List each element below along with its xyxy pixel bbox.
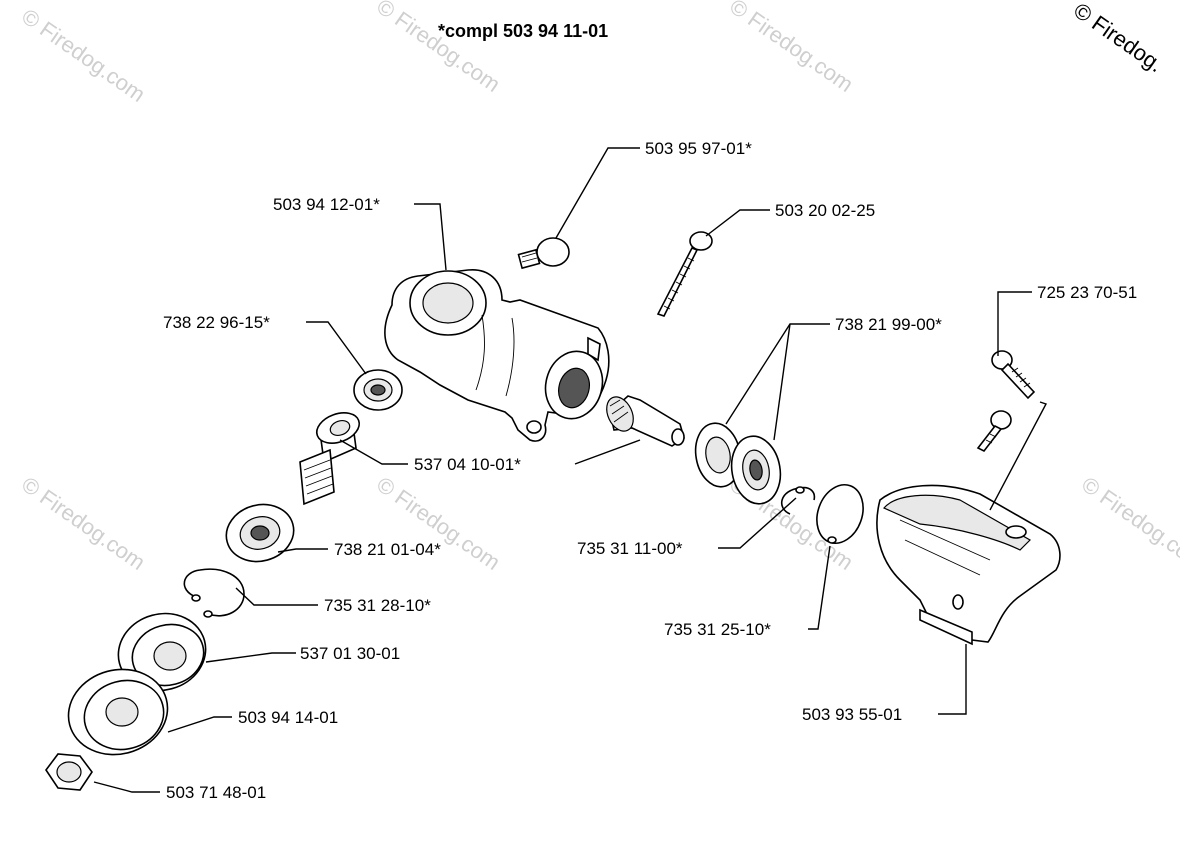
part-label-735-31-11-00: 735 31 11-00* xyxy=(577,539,683,558)
watermark: © Firedog.com xyxy=(372,0,505,97)
part-label-503-20-02-25: 503 20 02-25 xyxy=(775,201,875,220)
part-label-503-94-12-01: 503 94 12-01* xyxy=(273,195,380,214)
cover-screw-bottom xyxy=(976,410,1012,453)
part-label-537-04-10-01: 537 04 10-01* xyxy=(414,455,521,474)
part-label-503-71-48-01: 503 71 48-01 xyxy=(166,783,266,802)
part-label-537-01-30-01: 537 01 30-01 xyxy=(300,644,400,663)
leader-lines xyxy=(93,147,1048,793)
gear-cover xyxy=(876,484,1061,646)
watermark: © Firedog.com xyxy=(17,4,150,107)
cover-screw-top xyxy=(991,350,1036,400)
part-labels: 503 95 97-01* 503 94 12-01* 503 20 02-25… xyxy=(163,139,1137,802)
support-flange xyxy=(117,612,207,692)
lock-nut xyxy=(45,753,93,791)
housing-screw xyxy=(517,237,570,270)
flange-bearing xyxy=(225,503,295,563)
circlip-ring xyxy=(183,568,245,618)
part-label-725-23-70-51: 725 23 70-51 xyxy=(1037,283,1137,302)
watermark: © Firedog.com xyxy=(725,0,858,97)
watermark: © Firedog.com xyxy=(1077,472,1180,575)
small-circlip xyxy=(780,486,816,515)
watermark: © Firedog.com xyxy=(372,472,505,575)
part-label-735-31-25-10: 735 31 25-10* xyxy=(664,620,771,639)
pinion-gear xyxy=(606,395,685,447)
watermark: © Firedog.com xyxy=(17,472,150,575)
part-label-503-95-97-01: 503 95 97-01* xyxy=(645,139,752,158)
part-label-738-21-99-00: 738 21 99-00* xyxy=(835,315,942,334)
part-label-503-94-14-01: 503 94 14-01 xyxy=(238,708,338,727)
gear-housing xyxy=(384,269,610,442)
double-bearing xyxy=(694,422,782,505)
part-label-503-93-55-01: 503 93 55-01 xyxy=(802,705,902,724)
small-bearing xyxy=(353,369,403,411)
diagram-title: *compl 503 94 11-01 xyxy=(438,21,608,41)
bevel-gear-left xyxy=(299,412,361,506)
copyright-notice: © Firedog. xyxy=(1069,0,1168,77)
large-snap-ring xyxy=(816,484,864,544)
part-label-738-21-01-04: 738 21 01-04* xyxy=(334,540,441,559)
long-screw xyxy=(656,231,713,317)
part-label-738-22-96-15: 738 22 96-15* xyxy=(163,313,270,332)
part-label-735-31-28-10: 735 31 28-10* xyxy=(324,596,431,615)
thrust-washer xyxy=(67,668,169,756)
watermarks: © Firedog.com © Firedog.com © Firedog.co… xyxy=(17,0,1180,575)
